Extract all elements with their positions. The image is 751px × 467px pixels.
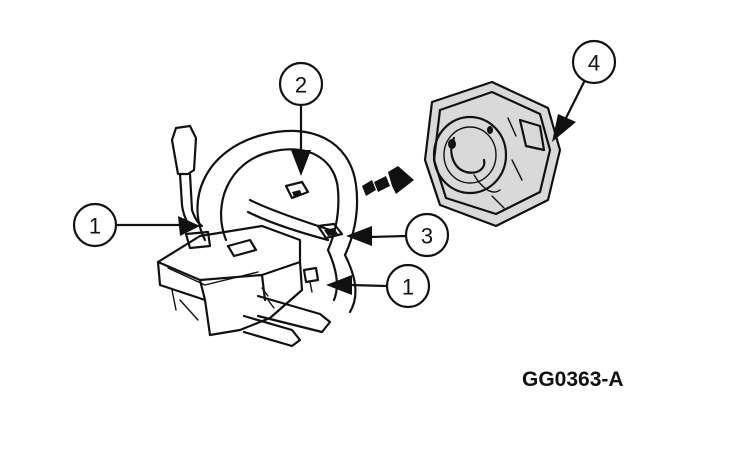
airbag-bolt-lower [302, 266, 320, 293]
steering-wheel-assembly [156, 124, 359, 348]
callout-4: 4 [552, 39, 617, 142]
callout-label: 4 [588, 51, 600, 76]
removal-direction-arrows [362, 166, 414, 196]
airbag-connector [316, 222, 344, 240]
steering-column [156, 224, 304, 337]
callout-1-left: 1 [72, 202, 200, 248]
airbag-bolt-upper [284, 180, 310, 200]
callout-label: 1 [89, 214, 101, 239]
column-shaft [242, 287, 332, 348]
callout-label: 3 [421, 224, 433, 249]
callout-2: 2 [278, 61, 324, 176]
callout-label: 2 [295, 73, 307, 98]
airbag-module [423, 80, 562, 228]
callout-label: 1 [402, 275, 414, 300]
callout-3: 3 [346, 212, 450, 258]
callout-1-right: 1 [326, 263, 431, 309]
figure-code: GG0363-A [522, 368, 624, 391]
gear-shift-lever [170, 124, 204, 230]
